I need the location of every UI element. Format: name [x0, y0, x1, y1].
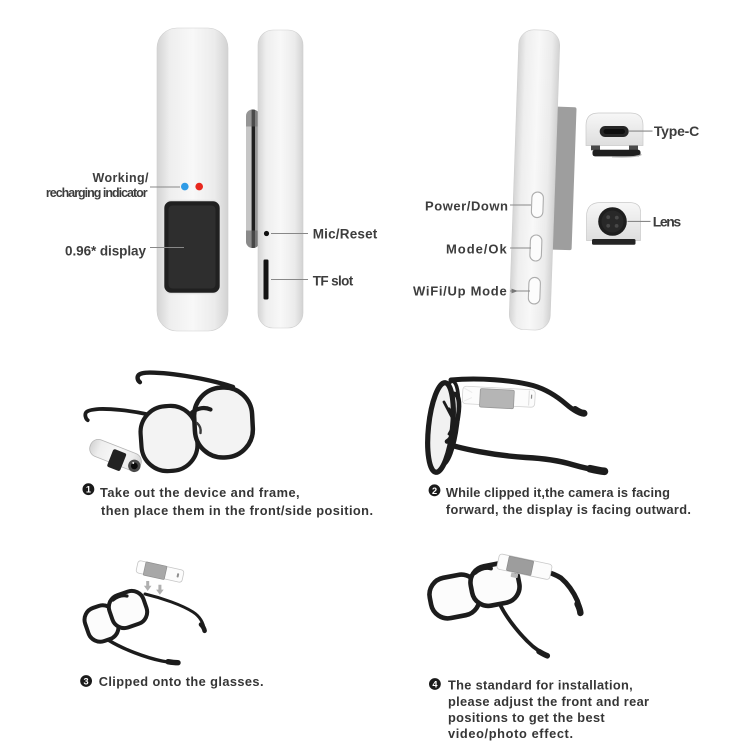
svg-text:WiFi/Up Mode: WiFi/Up Mode	[413, 283, 507, 298]
svg-text:1: 1	[86, 485, 91, 495]
svg-text:Take out the device and frame,: Take out the device and frame,	[100, 485, 300, 500]
svg-text:Type-C: Type-C	[654, 123, 699, 139]
svg-text:Clipped onto the glasses.: Clipped onto the glasses.	[99, 674, 264, 689]
svg-text:2: 2	[432, 486, 437, 496]
svg-text:video/photo effect.: video/photo effect.	[448, 726, 573, 741]
svg-text:While clipped it,the camera is: While clipped it,the camera is facing	[446, 485, 670, 500]
svg-text:recharging indicator: recharging indicator	[46, 186, 148, 200]
svg-text:Mode/Ok: Mode/Ok	[446, 241, 507, 256]
svg-text:0.96* display: 0.96* display	[65, 244, 146, 259]
svg-text:please adjust the front and re: please adjust the front and rear	[448, 694, 649, 709]
svg-text:Lens: Lens	[653, 214, 682, 230]
svg-text:Power/Down: Power/Down	[425, 198, 508, 213]
svg-text:TF slot: TF slot	[313, 274, 354, 289]
svg-text:forward, the display is facing: forward, the display is facing outward.	[446, 502, 691, 517]
svg-text:4: 4	[432, 680, 438, 690]
svg-text:3: 3	[84, 677, 89, 687]
svg-text:then place them in the front/s: then place them in the front/side positi…	[101, 503, 373, 518]
svg-text:positions to get the best: positions to get the best	[448, 710, 605, 725]
svg-text:The standard for installation,: The standard for installation,	[448, 677, 633, 692]
svg-text:Working/: Working/	[93, 171, 150, 185]
svg-text:Mic/Reset: Mic/Reset	[313, 226, 378, 241]
